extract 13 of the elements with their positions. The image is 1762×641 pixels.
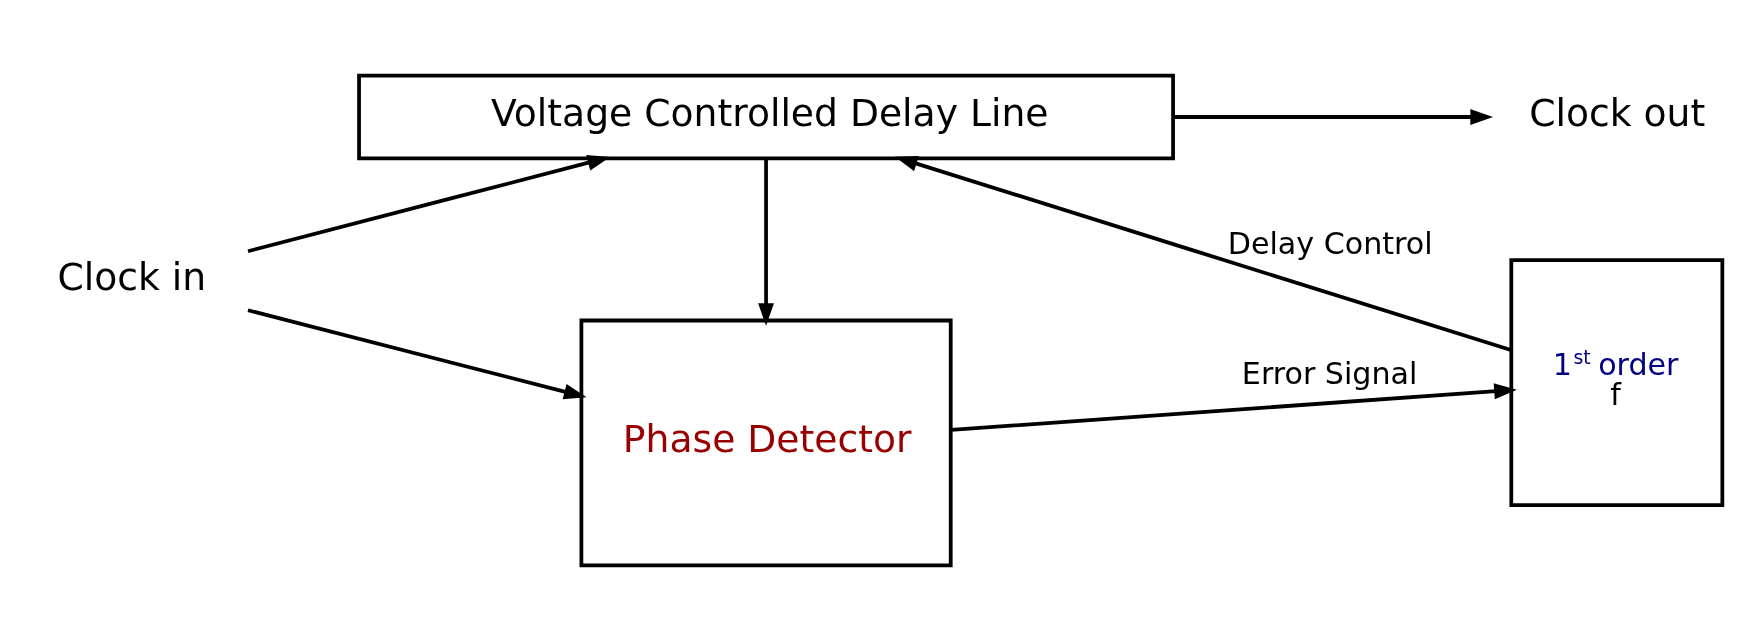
node-box: Phase Detector [579,318,953,568]
arrow [247,155,611,254]
arrow [894,156,1512,352]
node-box: 1$^{st}$ order f [1509,258,1725,508]
node-text: Clock in [57,255,207,300]
node-box: Voltage Controlled Delay Line [357,73,1175,161]
arrow [247,308,587,400]
edge-label: Error Signal [1241,356,1418,392]
arrow [758,158,774,326]
node-text: Clock out [1529,91,1706,136]
arrow [1173,109,1493,125]
edge-label: Delay Control [1227,226,1433,262]
arrow [951,383,1517,432]
